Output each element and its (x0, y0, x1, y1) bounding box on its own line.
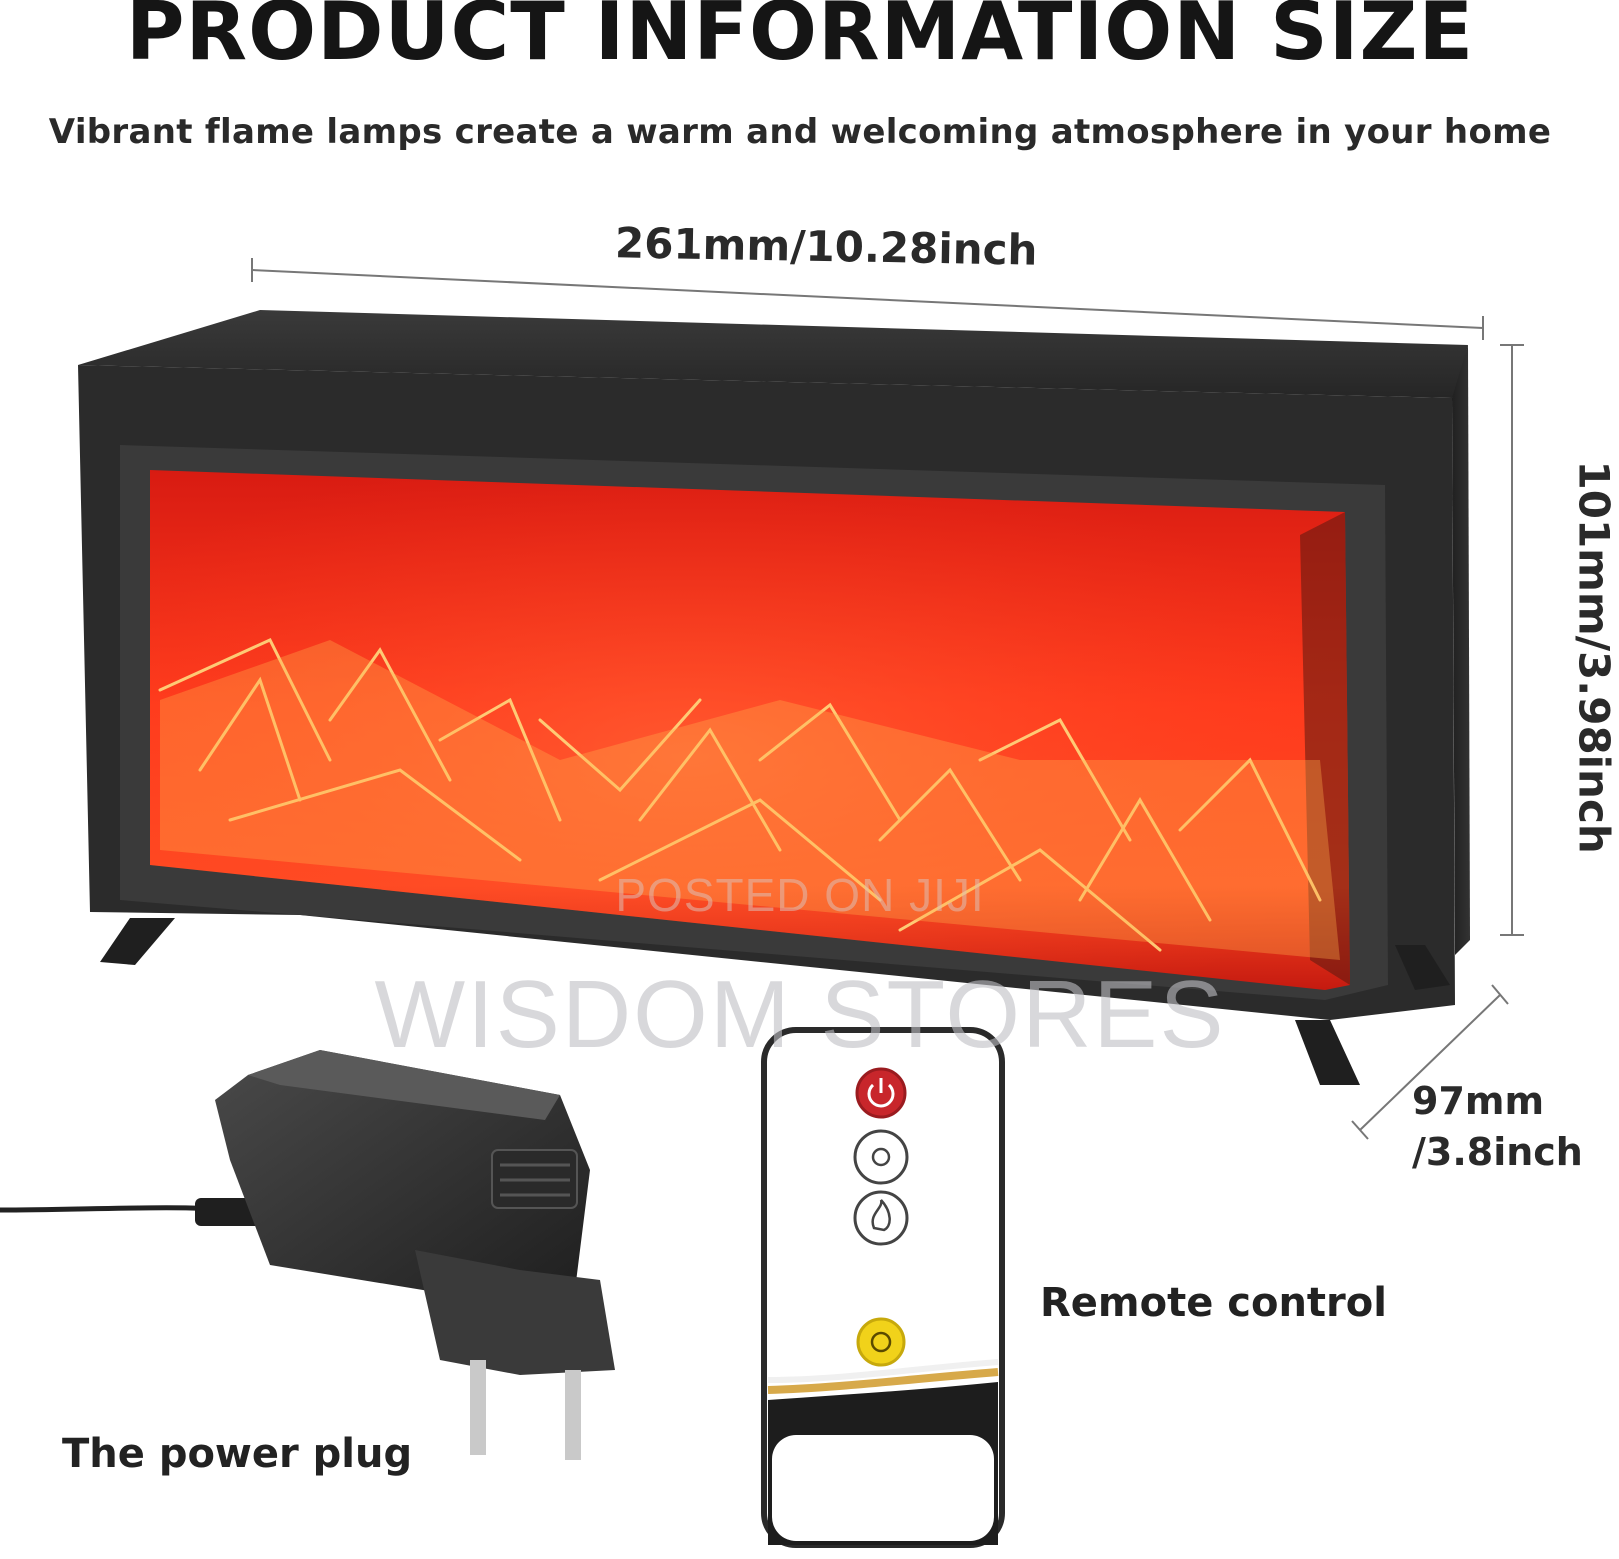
flame-mode-icon (853, 1190, 909, 1246)
height-dimension-line (1500, 344, 1524, 936)
depth-inch: /3.8inch (1412, 1130, 1583, 1175)
height-dimension-label: 101mm/3.98inch (1569, 460, 1619, 854)
fireplace (78, 310, 1470, 1085)
power-plug-label: The power plug (62, 1431, 413, 1477)
logs (158, 638, 1322, 952)
page-subtitle: Vibrant flame lamps create a warm and we… (48, 112, 1552, 152)
depth-mm: 97mm (1412, 1079, 1545, 1123)
remote-control-label: Remote control (1040, 1280, 1387, 1326)
depth-dimension-line (1351, 984, 1509, 1140)
width-dimension-label: 261mm/10.28inch (614, 218, 1038, 275)
power-plug (0, 1050, 615, 1460)
timer-icon (856, 1317, 906, 1367)
remote-control (761, 1027, 1005, 1548)
depth-dimension-label: 97mm /3.8inch (1412, 1076, 1583, 1179)
watermark-store: WISDOM STORES (374, 961, 1226, 1068)
watermark-posted: POSTED ON JIJI (615, 869, 985, 921)
brightness-icon (853, 1129, 909, 1185)
page-title: PRODUCT INFORMATION SIZE (125, 0, 1475, 78)
width-dimension-line (251, 258, 1484, 340)
